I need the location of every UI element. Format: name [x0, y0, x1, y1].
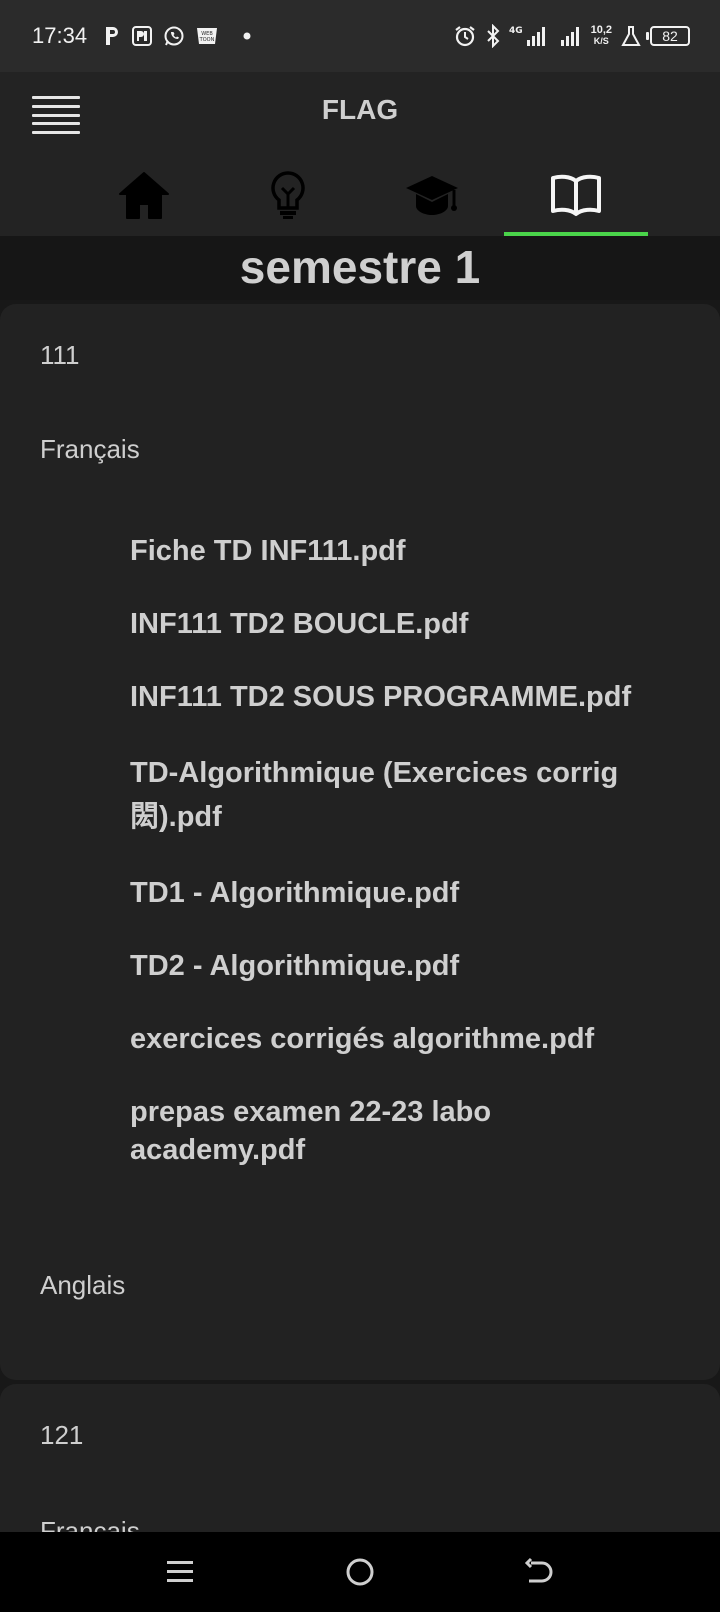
- pdf-app-icon: [131, 25, 153, 47]
- semester-band: semestre 1: [0, 236, 720, 300]
- recents-icon: [167, 1561, 193, 1582]
- home-circle-icon: [346, 1558, 374, 1586]
- file-item[interactable]: TD-Algorithmique (Exercices corrig閎).pdf: [130, 757, 619, 833]
- battery-level: 82: [662, 28, 678, 44]
- home-button[interactable]: [338, 1550, 382, 1594]
- section-language[interactable]: Anglais: [40, 1270, 126, 1300]
- signal-icon: 4G: [509, 24, 551, 48]
- menu-bar-line: [32, 131, 80, 134]
- flask-icon: [620, 24, 642, 48]
- menu-button[interactable]: [32, 96, 80, 134]
- status-right: 4G 10,2 K/S 82: [453, 24, 690, 48]
- tab-home[interactable]: [72, 154, 216, 236]
- book-icon: [551, 174, 601, 216]
- back-button[interactable]: [518, 1550, 562, 1594]
- tab-courses[interactable]: [360, 154, 504, 236]
- course-card: 111 Français Fiche TD INF111.pdf INF111 …: [0, 304, 720, 1380]
- back-icon: [525, 1557, 553, 1583]
- alarm-icon: [453, 24, 477, 48]
- menu-bar-line: [32, 104, 80, 108]
- file-item[interactable]: TD2 - Algorithmique.pdf: [130, 950, 460, 982]
- net-speed: 10,2 K/S: [591, 25, 612, 47]
- menu-bar-line: [32, 96, 80, 99]
- graduation-cap-icon: [406, 176, 458, 215]
- home-icon: [119, 172, 169, 219]
- whatsapp-icon: [163, 25, 185, 47]
- file-list: Fiche TD INF111.pdf INF111 TD2 BOUCLE.pd…: [130, 532, 650, 1204]
- file-item[interactable]: INF111 TD2 SOUS PROGRAMME.pdf: [130, 681, 632, 713]
- file-item[interactable]: prepas examen 22-23 labo academy.pdf: [130, 1096, 492, 1166]
- file-item[interactable]: exercices corrigés algorithme.pdf: [130, 1023, 595, 1055]
- signal-icon-2: [559, 24, 583, 48]
- status-time: 17:34: [32, 23, 88, 48]
- course-code: 121: [40, 1420, 84, 1450]
- menu-bar-line: [32, 113, 80, 117]
- net-speed-unit: K/S: [593, 36, 609, 46]
- lightbulb-icon: [271, 171, 305, 219]
- parking-icon: [103, 25, 121, 47]
- tab-library[interactable]: [504, 154, 648, 236]
- file-item[interactable]: TD1 - Algorithmique.pdf: [130, 877, 460, 909]
- app-header: FLAG: [0, 72, 720, 236]
- svg-text:TOON: TOON: [199, 37, 215, 43]
- recents-button[interactable]: [158, 1550, 202, 1594]
- section-language[interactable]: Français: [40, 434, 140, 464]
- svg-text:WEB: WEB: [201, 31, 213, 37]
- app-title: FLAG: [321, 94, 399, 125]
- tab-bar: [0, 154, 720, 236]
- file-item[interactable]: INF111 TD2 BOUCLE.pdf: [130, 608, 469, 640]
- bluetooth-icon: [485, 24, 501, 48]
- course-code: 111: [40, 340, 80, 370]
- tab-ideas[interactable]: [216, 154, 360, 236]
- net-speed-value: 10,2: [590, 24, 612, 36]
- semester-title: semestre 1: [239, 241, 481, 293]
- svg-text:4G: 4G: [509, 26, 523, 36]
- dot-icon: [243, 32, 251, 40]
- file-item[interactable]: Fiche TD INF111.pdf: [130, 535, 406, 567]
- battery-icon: 82: [646, 26, 690, 46]
- system-nav-bar: [0, 1532, 720, 1612]
- menu-bar-line: [32, 122, 80, 126]
